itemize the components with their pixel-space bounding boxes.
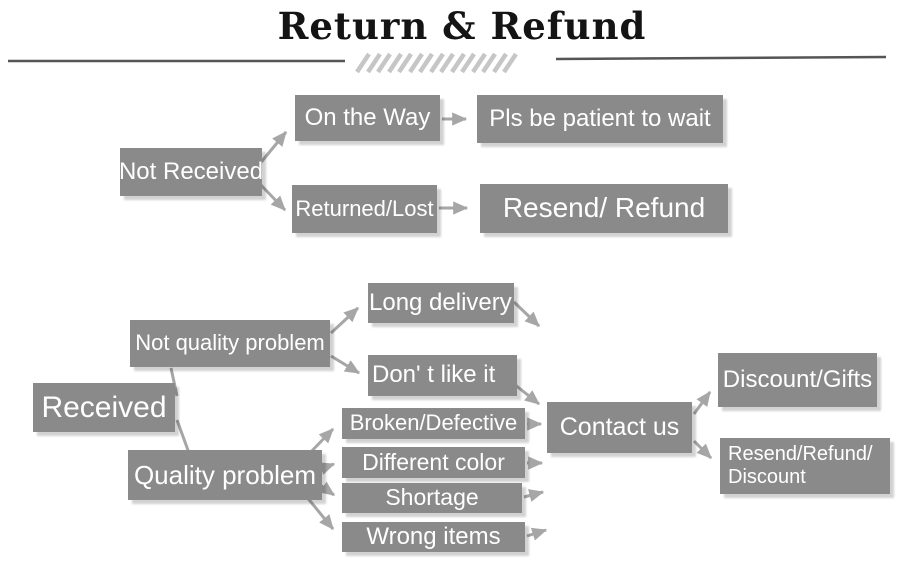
line-received-quality: [175, 419, 191, 454]
arrow-quality-wrongitems: [304, 495, 335, 530]
node-returned-lost: Returned/Lost: [292, 185, 437, 233]
arrow-contact-resendrefunddiscount: [692, 439, 713, 460]
node-dont-like-it: Don' t like it: [368, 355, 517, 396]
hatch-strokes: [355, 52, 518, 74]
arrow-wrongitems-contact: [526, 527, 548, 541]
node-broken-defective: Broken/Defective: [342, 408, 525, 439]
node-pls-be-patient: Pls be patient to wait: [477, 95, 723, 143]
arrow-quality-different: [318, 462, 336, 475]
line-received-notquality: [169, 367, 179, 397]
node-quality-problem: Quality problem: [128, 450, 322, 500]
node-different-color: Different color: [342, 447, 525, 478]
arrow-dontlike-contact: [513, 382, 540, 406]
rule-right: [555, 55, 887, 61]
page-title: Return & Refund: [277, 4, 647, 48]
node-not-quality-problem: Not quality problem: [130, 320, 330, 367]
arrow-contact-discountgifts: [692, 391, 712, 415]
arrow-longdelivery-contact: [512, 300, 541, 328]
node-contact-us: Contact us: [547, 402, 692, 453]
node-resend-refund-discount: Resend/Refund/ Discount: [720, 438, 890, 494]
node-not-received: Not Received: [119, 148, 263, 196]
arrow-notreceived-ontheway: [256, 131, 288, 167]
node-shortage: Shortage: [342, 483, 522, 513]
arrow-notquality-longdelivery: [329, 306, 360, 335]
title-underline-decoration: [8, 52, 887, 74]
arrow-notreceived-returnedlost: [256, 180, 287, 212]
node-on-the-way: On the Way: [295, 95, 440, 141]
arrow-quality-shortage: [318, 481, 335, 497]
node-resend-refund: Resend/ Refund: [480, 184, 728, 233]
node-long-delivery: Long delivery: [368, 283, 514, 323]
node-discount-gifts: Discount/Gifts: [718, 353, 877, 407]
node-resend-refund-discount-line1: Resend/Refund/: [728, 443, 873, 465]
node-received: Received: [33, 383, 175, 432]
node-wrong-items: Wrong items: [342, 522, 525, 552]
node-resend-refund-discount-line2: Discount: [728, 466, 806, 488]
arrow-notquality-dontlike: [330, 354, 361, 375]
arrow-shortage-contact: [523, 489, 545, 502]
